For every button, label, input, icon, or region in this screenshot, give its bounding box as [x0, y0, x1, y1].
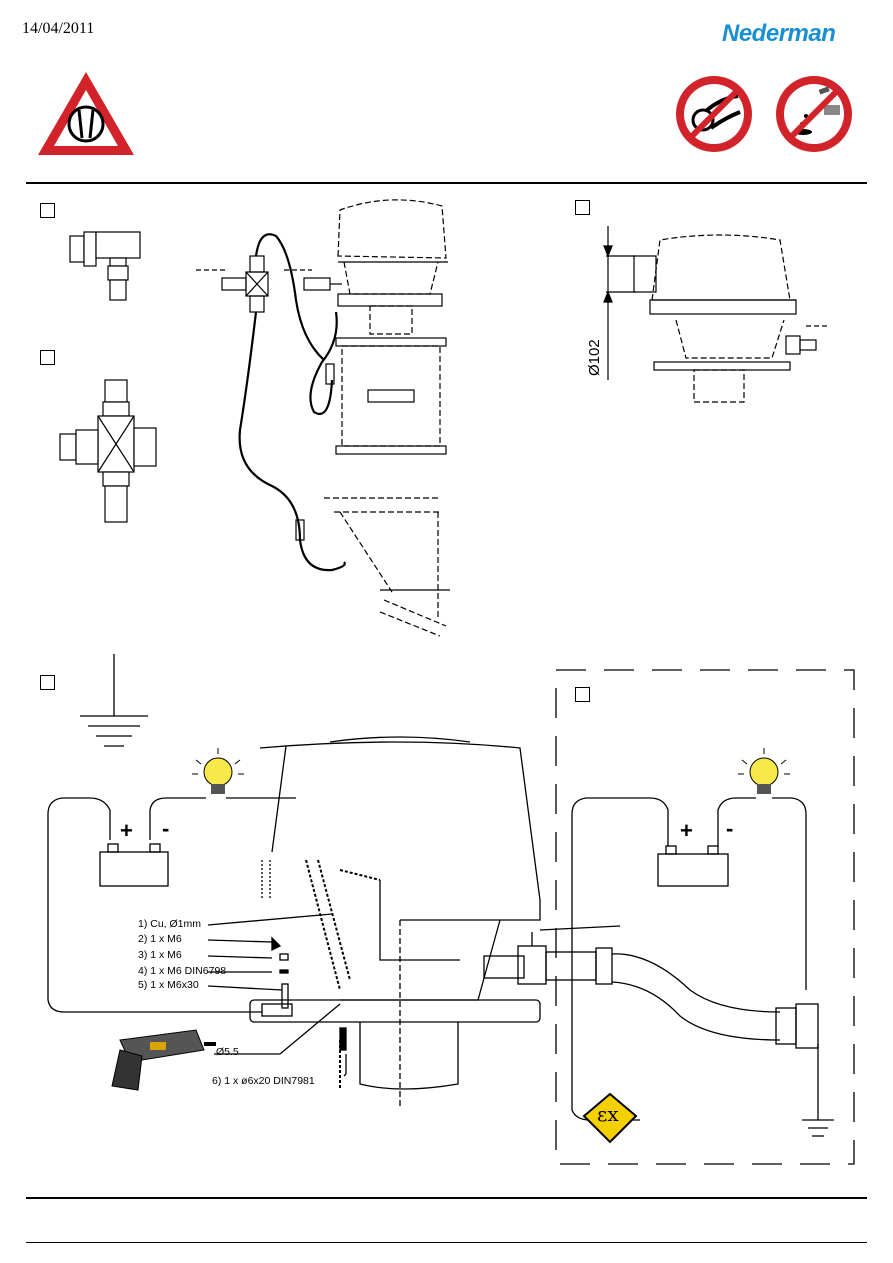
diameter-dimension: Ø102 [586, 339, 603, 376]
drill-size-label: Ø5.5 [216, 1046, 239, 1058]
part-label-5: 5) 1 x M6x30 [138, 979, 199, 991]
section-box-atex [575, 687, 590, 702]
light-bulb-icon [738, 748, 790, 794]
part-label-2: 2) 1 x M6 [138, 933, 182, 945]
part-label-1: 1) Cu, Ø1mm [138, 918, 202, 930]
light-bulb-icon [192, 748, 244, 794]
footer-rule-top [26, 1197, 867, 1199]
battery-plus-right: + [680, 818, 693, 843]
drill-icon [111, 1029, 216, 1091]
screw-label: 6) 1 x ø6x20 DIN7981 [212, 1075, 315, 1087]
header-rule [26, 182, 867, 184]
battery-minus-right: - [726, 816, 734, 841]
brand-logo: Nederman [722, 20, 836, 47]
section-box-grounding [40, 675, 55, 690]
section-box-cross [40, 350, 55, 365]
section-box-dimension [575, 200, 590, 215]
document-date: 14/04/2011 [22, 20, 95, 37]
part-label-4: 4) 1 x M6 DIN6798 [138, 965, 227, 977]
footer-rule-bottom [26, 1242, 867, 1243]
atex-ex-mark: εx [597, 1102, 619, 1126]
battery-minus-left: - [162, 816, 170, 841]
part-label-3: 3) 1 x M6 [138, 949, 182, 961]
battery-plus-left: + [120, 818, 133, 843]
section-box-tee [40, 203, 55, 218]
